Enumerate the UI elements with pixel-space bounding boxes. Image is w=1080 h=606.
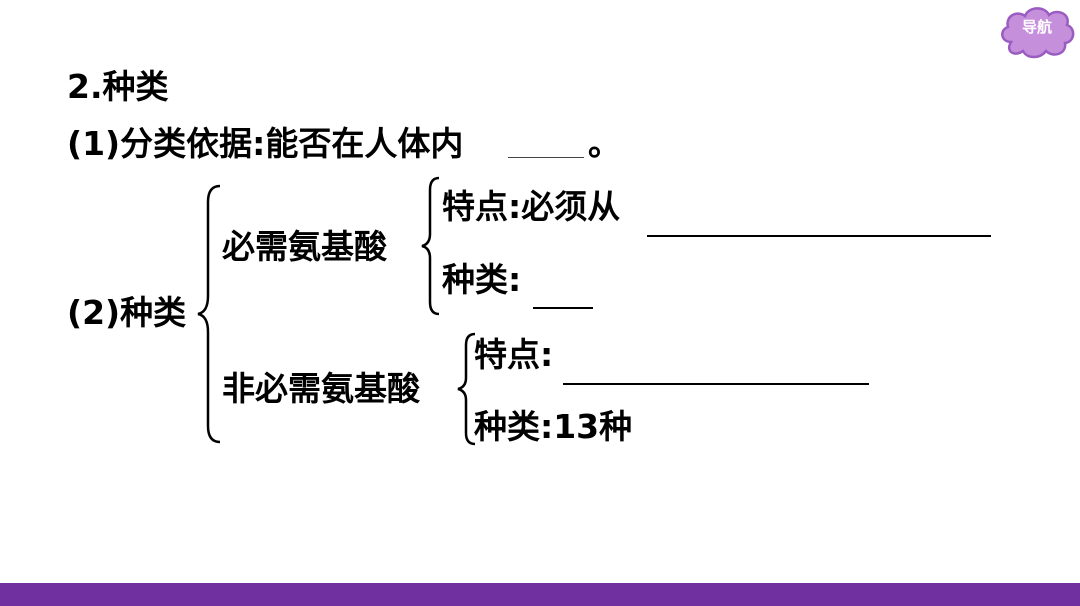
nonessential-feature-blank[interactable] (563, 383, 869, 385)
footer-bar (0, 583, 1080, 606)
essential-feature-blank[interactable] (647, 235, 991, 237)
nonessential-amino-acids-label: 非必需氨基酸 (222, 369, 420, 408)
classification-basis-blank[interactable] (508, 157, 584, 158)
main-brace-icon (197, 184, 221, 444)
classification-basis-text: (1)分类依据:能否在人体内 (67, 124, 464, 163)
nonessential-kinds-text: 种类:13种 (474, 407, 633, 446)
essential-kinds-blank[interactable] (533, 307, 593, 309)
section-heading: 2.种类 (67, 67, 169, 106)
essential-feature-text: 特点:必须从 (442, 187, 621, 226)
nonessential-feature-text: 特点: (474, 335, 554, 374)
types-label: (2)种类 (67, 293, 187, 332)
nonessential-brace-icon (457, 332, 476, 446)
nav-label: 导航 (1021, 18, 1052, 36)
essential-amino-acids-label: 必需氨基酸 (222, 227, 387, 266)
essential-brace-icon (421, 176, 440, 316)
classification-basis-end-mark: 。 (588, 124, 621, 163)
cloud-shape-icon (1001, 7, 1075, 59)
essential-kinds-text: 种类: (442, 260, 522, 299)
nav-button[interactable]: 导航 (997, 2, 1077, 60)
